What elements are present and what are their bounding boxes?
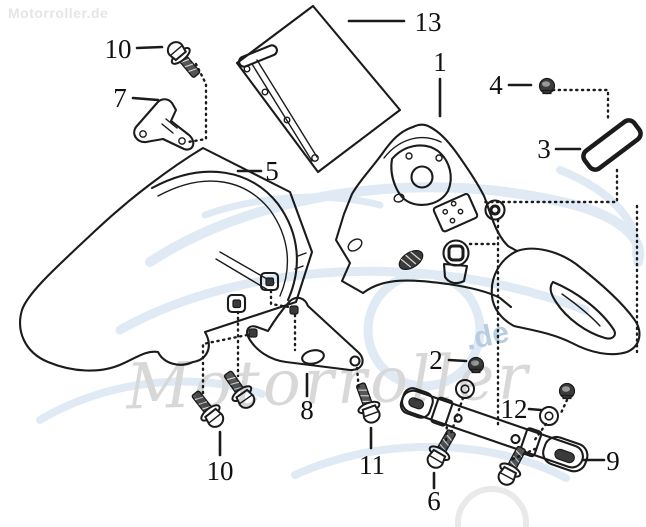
callout-5-label: 5 bbox=[265, 156, 279, 186]
swirl-graphic bbox=[556, 166, 641, 259]
part-12-nut bbox=[558, 382, 576, 400]
part-13-mudflap-plate bbox=[235, 4, 402, 174]
swirl-graphic bbox=[201, 193, 384, 219]
callout-13-label: 13 bbox=[415, 7, 442, 37]
corner-watermark: Motorroller.de bbox=[8, 5, 109, 21]
center-watermark-text: Motorroller bbox=[124, 340, 532, 424]
callout-2-label: 2 bbox=[429, 345, 443, 375]
swirl-graphic bbox=[145, 182, 645, 267]
watermark-layer: Motorroller .de bbox=[36, 166, 645, 527]
part-9-strap-bracket bbox=[399, 387, 589, 473]
callout-9-label: 9 bbox=[606, 446, 620, 476]
part-4-nut bbox=[538, 77, 556, 95]
callout-8-label: 8 bbox=[300, 395, 314, 425]
callout-7-label: 7 bbox=[113, 83, 127, 113]
callout-6-label: 6 bbox=[427, 486, 441, 516]
swirl-graphic bbox=[36, 377, 266, 424]
swirl-graphic bbox=[291, 442, 570, 482]
part-6-bolt-right bbox=[492, 441, 533, 490]
callout-10-bottom-label: 10 bbox=[207, 456, 234, 486]
part-7-bracket bbox=[133, 98, 195, 151]
gray-arc bbox=[455, 486, 529, 527]
callout-2-leader bbox=[447, 358, 468, 363]
callout-1-label: 1 bbox=[433, 47, 447, 77]
callout-4-label: 4 bbox=[489, 70, 503, 100]
callout-10-top-leader bbox=[135, 45, 164, 50]
part-3-rubber-pad bbox=[581, 118, 643, 172]
assembly-dotted-lines bbox=[186, 62, 639, 461]
swirl-graphic bbox=[115, 266, 590, 335]
callout-12-label: 12 bbox=[501, 394, 528, 424]
part-12-washer bbox=[539, 406, 559, 426]
callout-3-label: 3 bbox=[537, 134, 551, 164]
swirl-circle bbox=[363, 269, 485, 391]
part-10-screw-top bbox=[161, 35, 207, 84]
callout-7-leader bbox=[131, 96, 160, 102]
callout-12-leader bbox=[527, 407, 543, 412]
part-8-support-bracket bbox=[246, 296, 364, 372]
callouts: 13 10 7 1 4 3 5 2 12 9 8 10 11 bbox=[105, 7, 620, 516]
callout-10-top-label: 10 bbox=[105, 34, 132, 64]
